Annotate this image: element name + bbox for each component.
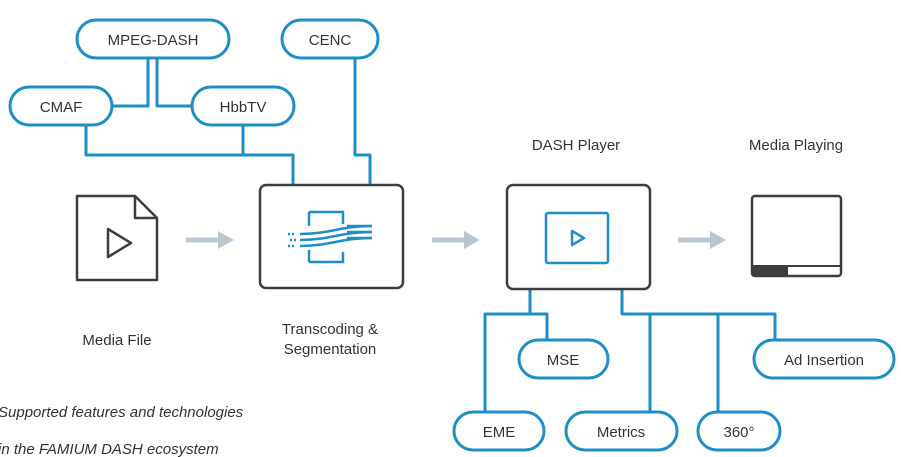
pill-label: MPEG-DASH (108, 32, 199, 49)
pill-shape (517, 338, 610, 380)
dash-player-label: DASH Player (532, 137, 620, 154)
caption-line1: Supported features and technologies (0, 404, 244, 421)
transcoding-label-line2: Segmentation (284, 341, 377, 358)
pill-shape (75, 18, 231, 60)
arrow-right-icon (186, 231, 234, 249)
wire-player-right (620, 287, 777, 342)
input-connectors (84, 56, 372, 187)
pill-mse: MSE (517, 338, 610, 380)
pill-label: 360° (723, 424, 754, 441)
pill-label: HbbTV (220, 99, 267, 116)
pill-eme: EME (452, 410, 546, 452)
wire-cmaf-hbbtv-to-transcoder (84, 123, 295, 187)
pill-shape (696, 410, 782, 452)
feature-connectors (483, 287, 777, 414)
wire-mpegdash-left (110, 56, 150, 108)
pill-shape (752, 338, 896, 380)
play-button-icon (544, 211, 610, 265)
pill-360: 360° (696, 410, 782, 452)
pill-label: EME (483, 424, 516, 441)
pill-cenc: CENC (280, 18, 380, 60)
pill-label: CMAF (40, 99, 83, 116)
pill-label: MSE (547, 352, 580, 369)
wire-player-left (483, 287, 532, 414)
wire-cenc-to-transcoder (353, 56, 372, 187)
wire-mpegdash-right (155, 56, 194, 108)
pill-mpeg-dash: MPEG-DASH (75, 18, 231, 60)
pill-shape (8, 85, 114, 127)
transcoding-label-line1: Transcoding & (282, 321, 378, 338)
pill-ad-insertion: Ad Insertion (752, 338, 896, 380)
pill-shape (564, 410, 679, 452)
transcoding-icon (288, 210, 373, 264)
caption-line2: in the FAMIUM DASH ecosystem (0, 441, 219, 457)
pill-shape (280, 18, 380, 60)
media-playing-label: Media Playing (749, 137, 843, 154)
pill-hbbtv: HbbTV (190, 85, 296, 127)
arrow-right-icon (678, 231, 726, 249)
pill-metrics: Metrics (564, 410, 679, 452)
pill-label: Metrics (597, 424, 645, 441)
pill-label: Ad Insertion (784, 352, 864, 369)
pill-cmaf: CMAF (8, 85, 114, 127)
screen-progress-icon (750, 194, 843, 278)
pill-shape (190, 85, 296, 127)
media-file-label: Media File (82, 332, 151, 349)
document-play-icon (75, 194, 159, 282)
arrow-right-icon (432, 231, 480, 249)
wire-player-mse (528, 312, 549, 342)
pill-shape (452, 410, 546, 452)
pill-label: CENC (309, 32, 352, 49)
